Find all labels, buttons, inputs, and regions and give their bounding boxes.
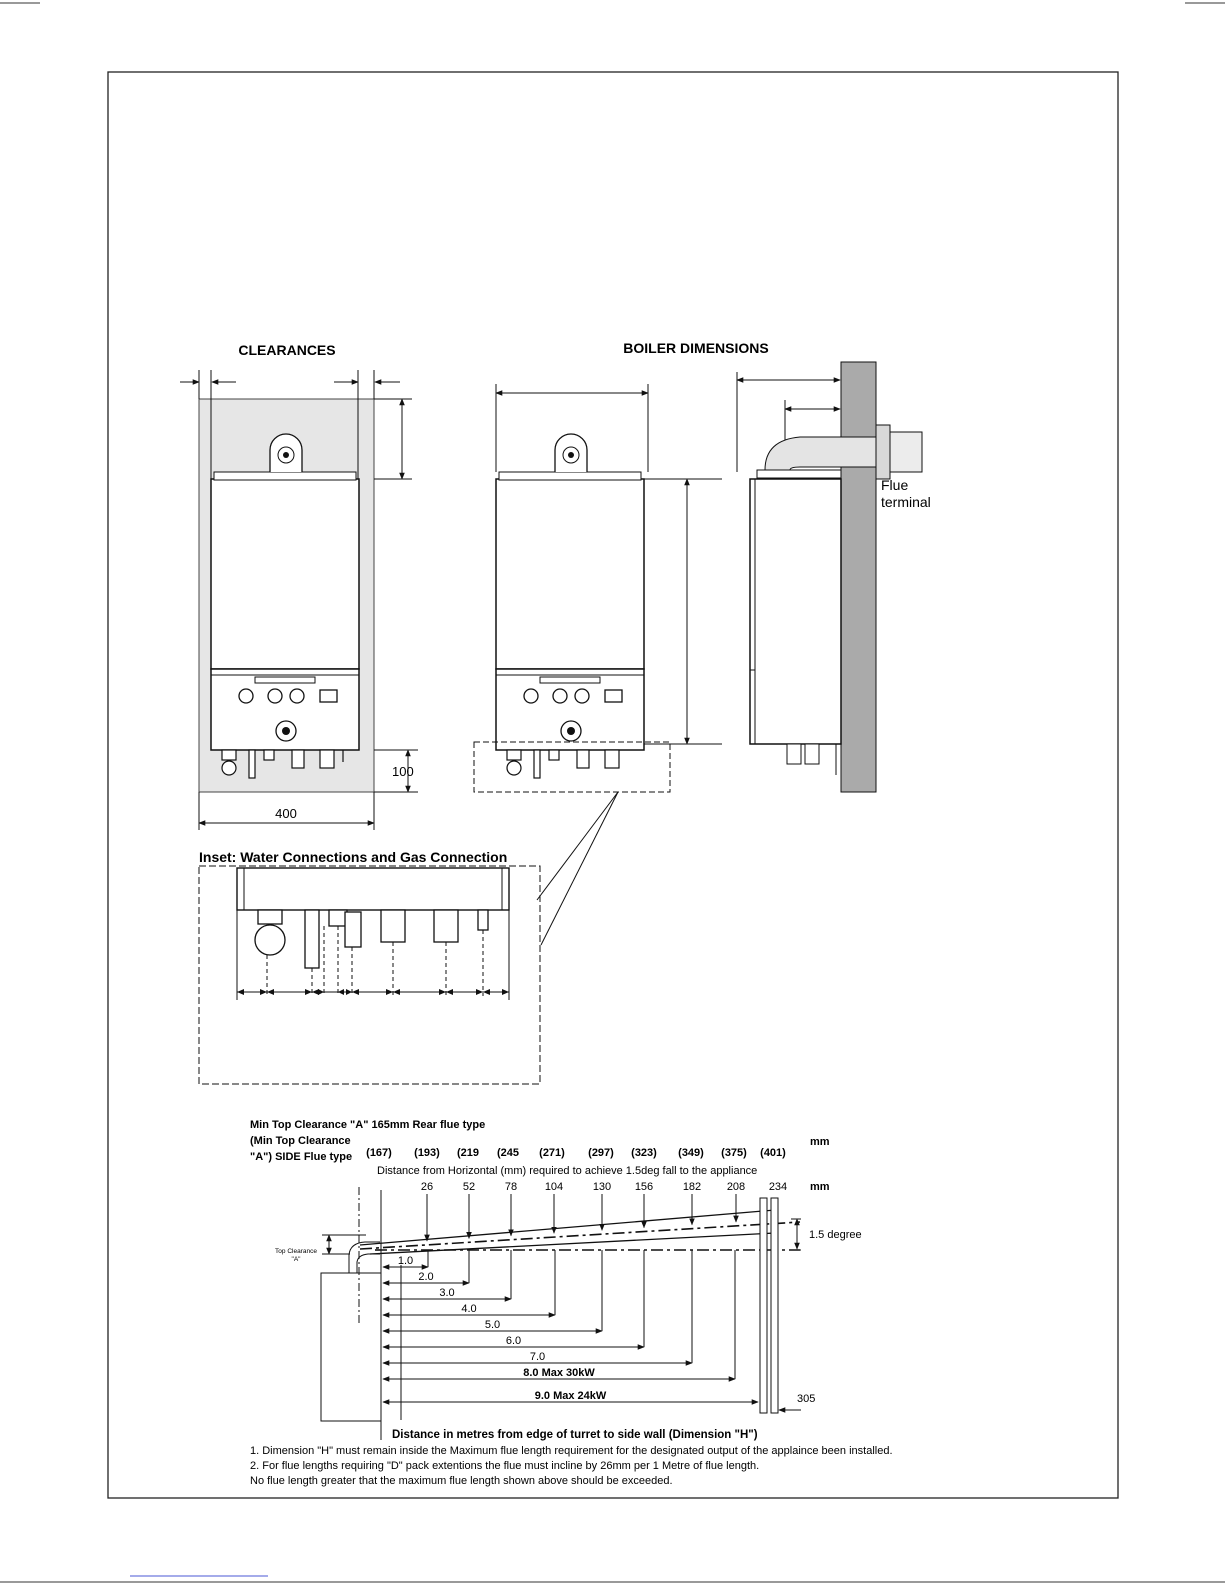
fall-value: 78 [505,1181,517,1193]
side-clearance-value: (245 [497,1147,519,1159]
distance-label: 5.0 [485,1319,500,1331]
side-clearance-value: (193) [414,1147,440,1159]
note-3: No flue length greater that the maximum … [250,1475,673,1487]
boiler-side-figure: Flue terminal [736,361,931,793]
flue-terminal-label-1: Flue [881,477,908,493]
fall-value: 26 [421,1181,433,1193]
inset-figure: Inset: Water Connections and Gas Connect… [198,849,541,1085]
header-side-1: (Min Top Clearance [250,1135,351,1147]
inset-title: Inset: Water Connections and Gas Connect… [199,849,507,865]
fall-value: 182 [683,1181,701,1193]
unit-mm-top: mm [810,1136,830,1148]
page-frame [107,71,1119,1499]
side-clearance-value: (271) [539,1147,565,1159]
side-clearance-value: (375) [721,1147,747,1159]
top-clearance-label-1: Top Clearance [275,1248,317,1255]
header-rear: Min Top Clearance "A" 165mm Rear flue ty… [250,1119,485,1131]
distance-label: 6.0 [506,1335,521,1347]
wall-offset-value: 305 [797,1393,815,1405]
side-clearance-value: (167) [366,1147,392,1159]
note-1: 1. Dimension "H" must remain inside the … [250,1445,893,1457]
boiler-front-figure: BOILER DIMENSIONS [473,340,769,946]
fall-value: 130 [593,1181,611,1193]
fall-value: 156 [635,1181,653,1193]
side-clearance-value: (323) [631,1147,657,1159]
wall [840,361,877,793]
clearances-title: CLEARANCES [238,342,335,358]
distance-label: 1.0 [398,1255,413,1267]
flue-terminal-label-2: terminal [881,494,931,510]
distance-label: 2.0 [418,1271,433,1283]
fall-value: 104 [545,1181,563,1193]
flue-chart: Min Top Clearance "A" 165mm Rear flue ty… [250,1119,893,1487]
side-clearance-value: (401) [760,1147,786,1159]
header-side-2: "A") SIDE Flue type [250,1151,352,1163]
fall-value: 52 [463,1181,475,1193]
top-clearance-label-2: "A" [292,1256,302,1263]
fall-value: 208 [727,1181,745,1193]
distance-label: 9.0 Max 24kW [535,1390,607,1402]
note-2: 2. For flue lengths requiring "D" pack e… [250,1460,759,1472]
clearance-width-value: 400 [275,806,297,821]
side-clearance-value: (219 [457,1147,479,1159]
angle-label: 1.5 degree [809,1229,862,1241]
boiler-dimensions-title: BOILER DIMENSIONS [623,340,768,356]
fall-value: 234 [769,1181,787,1193]
distance-label: 8.0 Max 30kW [523,1367,595,1379]
distance-label: 4.0 [461,1303,476,1315]
fall-caption: Distance from Horizontal (mm) required t… [377,1165,757,1177]
side-clearance-value: (297) [588,1147,614,1159]
side-clearance-value: (349) [678,1147,704,1159]
clearance-bottom-value: 100 [392,764,414,779]
unit-mm-fall: mm [810,1181,830,1193]
clearances-figure: CLEARANCES [180,342,418,830]
distance-label: 7.0 [530,1351,545,1363]
distance-label: 3.0 [439,1287,454,1299]
x-caption: Distance in metres from edge of turret t… [392,1429,758,1441]
